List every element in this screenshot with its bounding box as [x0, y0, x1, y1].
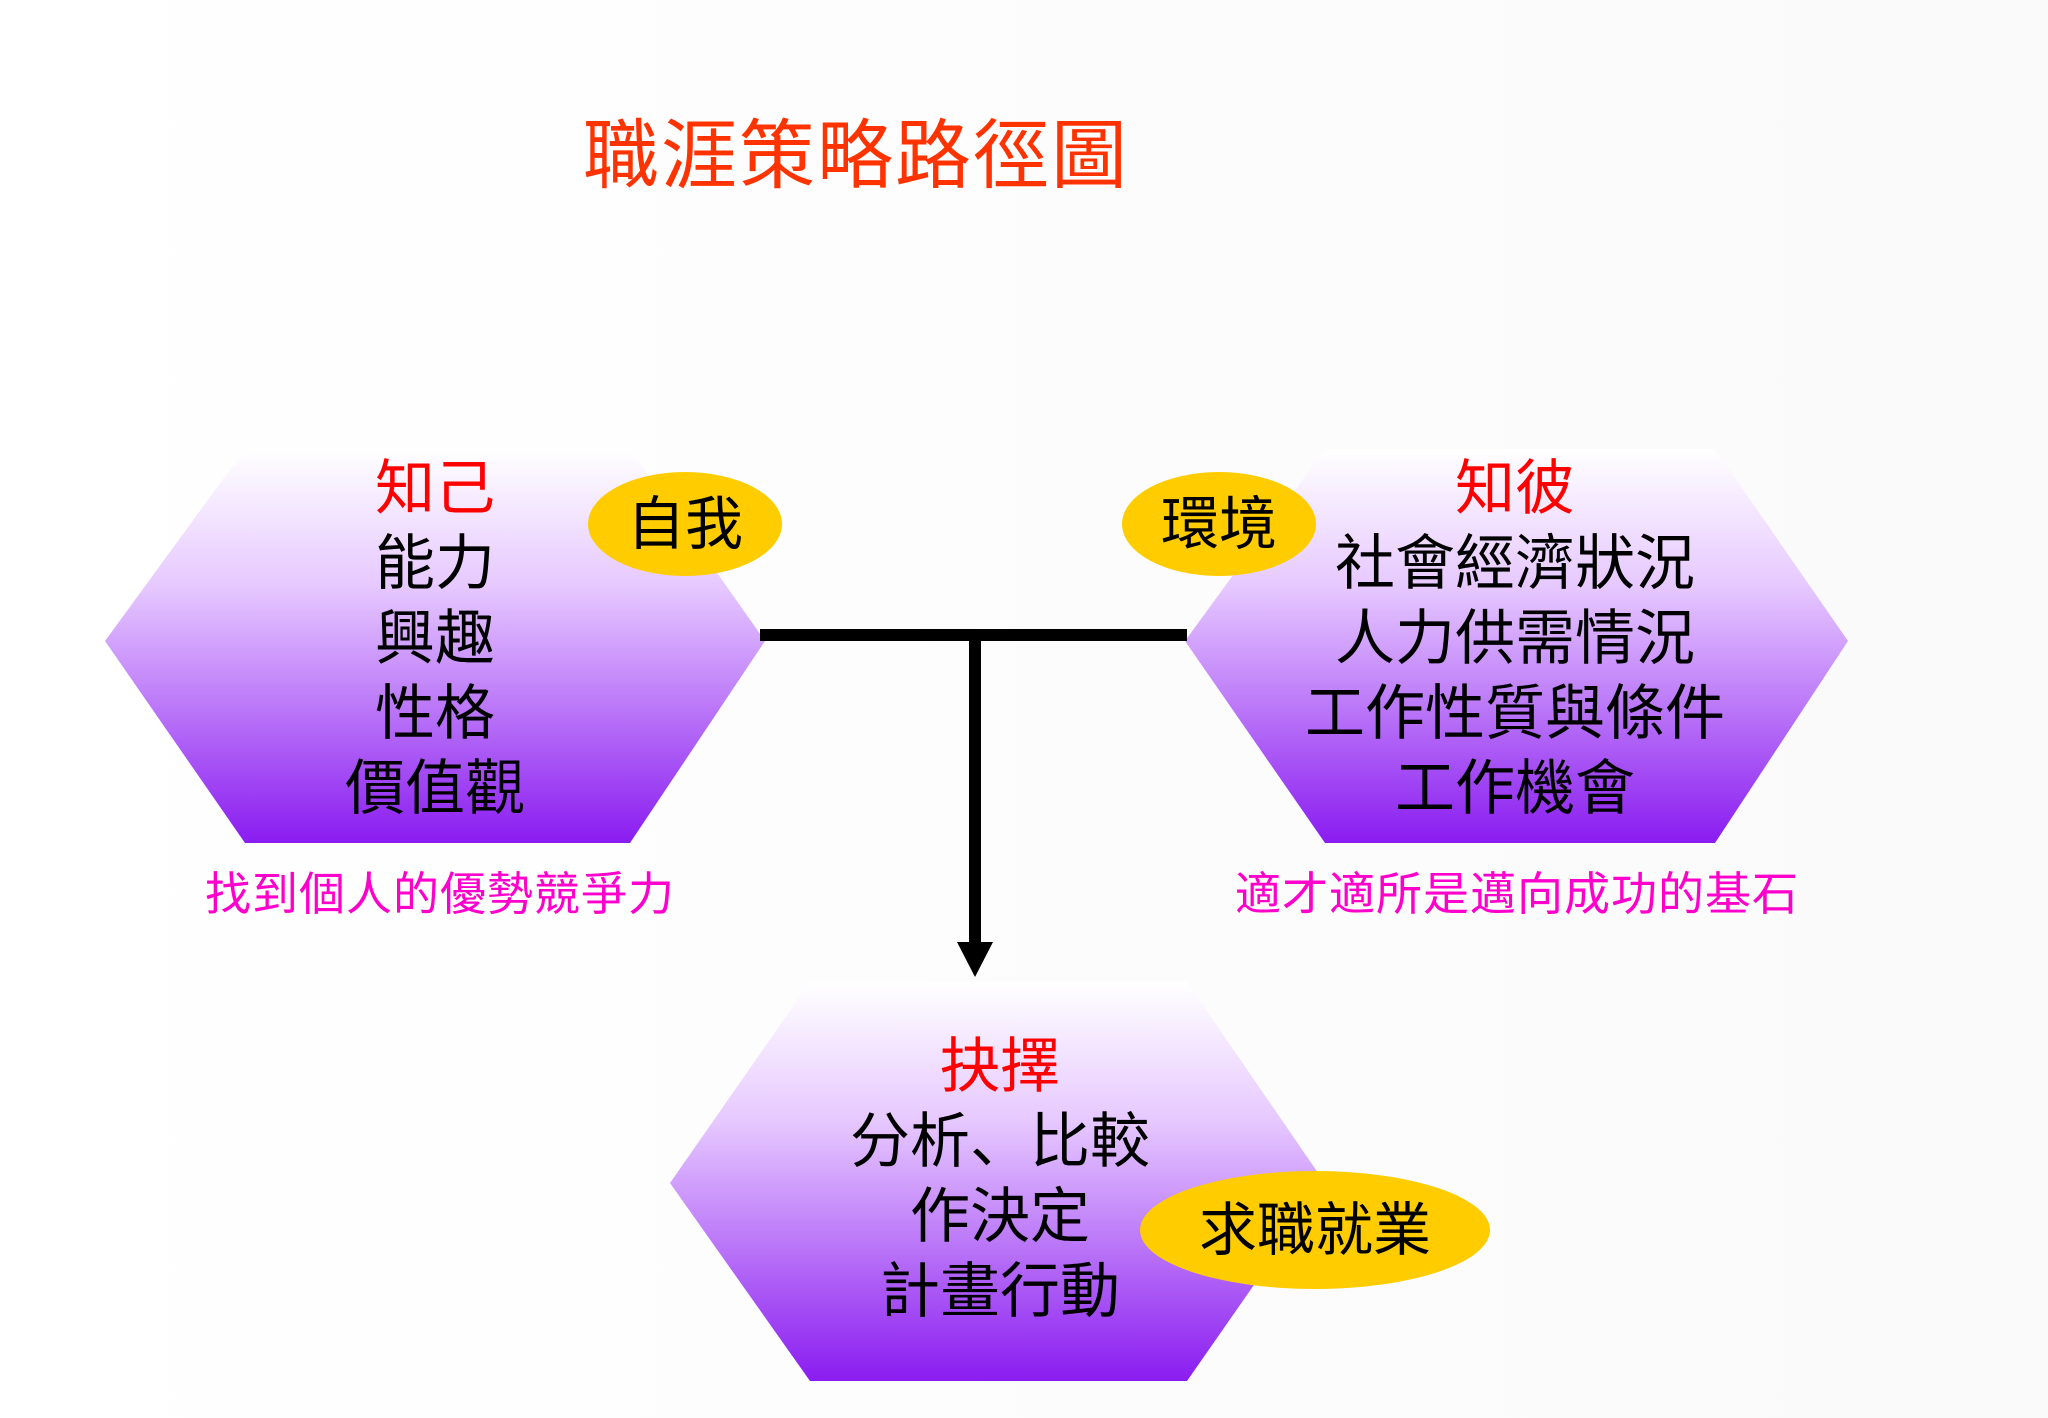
environment-heading: 知彼 [1455, 454, 1575, 524]
self-tag-oval [588, 472, 782, 576]
choice-node-text: 抉擇 分析、比較 作決定 計畫行動 [800, 1030, 1200, 1330]
self-item: 興趣 [375, 604, 495, 674]
environment-hexagon [1185, 449, 1848, 843]
down-arrow-head-icon [957, 942, 993, 977]
self-heading: 知己 [375, 454, 495, 524]
choice-tag-oval [1140, 1171, 1490, 1289]
environment-item: 人力供需情況 [1335, 604, 1695, 674]
self-tag: 自我 [626, 490, 743, 558]
self-node-text: 知己 能力 興趣 性格 價值觀 [235, 452, 635, 827]
self-item: 性格 [375, 679, 495, 749]
environment-item: 工作機會 [1395, 754, 1635, 824]
self-caption: 找到個人的優勢競爭力 [205, 867, 675, 921]
environment-tag: 環境 [1160, 490, 1277, 558]
choice-heading: 抉擇 [940, 1032, 1060, 1102]
environment-tag-oval [1122, 472, 1316, 576]
choice-hexagon [670, 982, 1325, 1381]
choice-tag: 求職就業 [1198, 1196, 1431, 1264]
page-title: 職涯策略路徑圖 [583, 111, 1129, 200]
environment-item: 工作性質與條件 [1305, 679, 1725, 749]
self-item: 價值觀 [345, 754, 525, 824]
choice-item: 分析、比較 [850, 1107, 1150, 1177]
self-item: 能力 [375, 529, 495, 599]
environment-node-text: 知彼 社會經濟狀況 人力供需情況 工作性質與條件 工作機會 [1235, 452, 1795, 827]
choice-item: 作決定 [910, 1182, 1090, 1252]
choice-item: 計畫行動 [880, 1257, 1120, 1327]
environment-item: 社會經濟狀況 [1335, 529, 1695, 599]
environment-caption: 適才適所是邁向成功的基石 [1235, 867, 1799, 921]
